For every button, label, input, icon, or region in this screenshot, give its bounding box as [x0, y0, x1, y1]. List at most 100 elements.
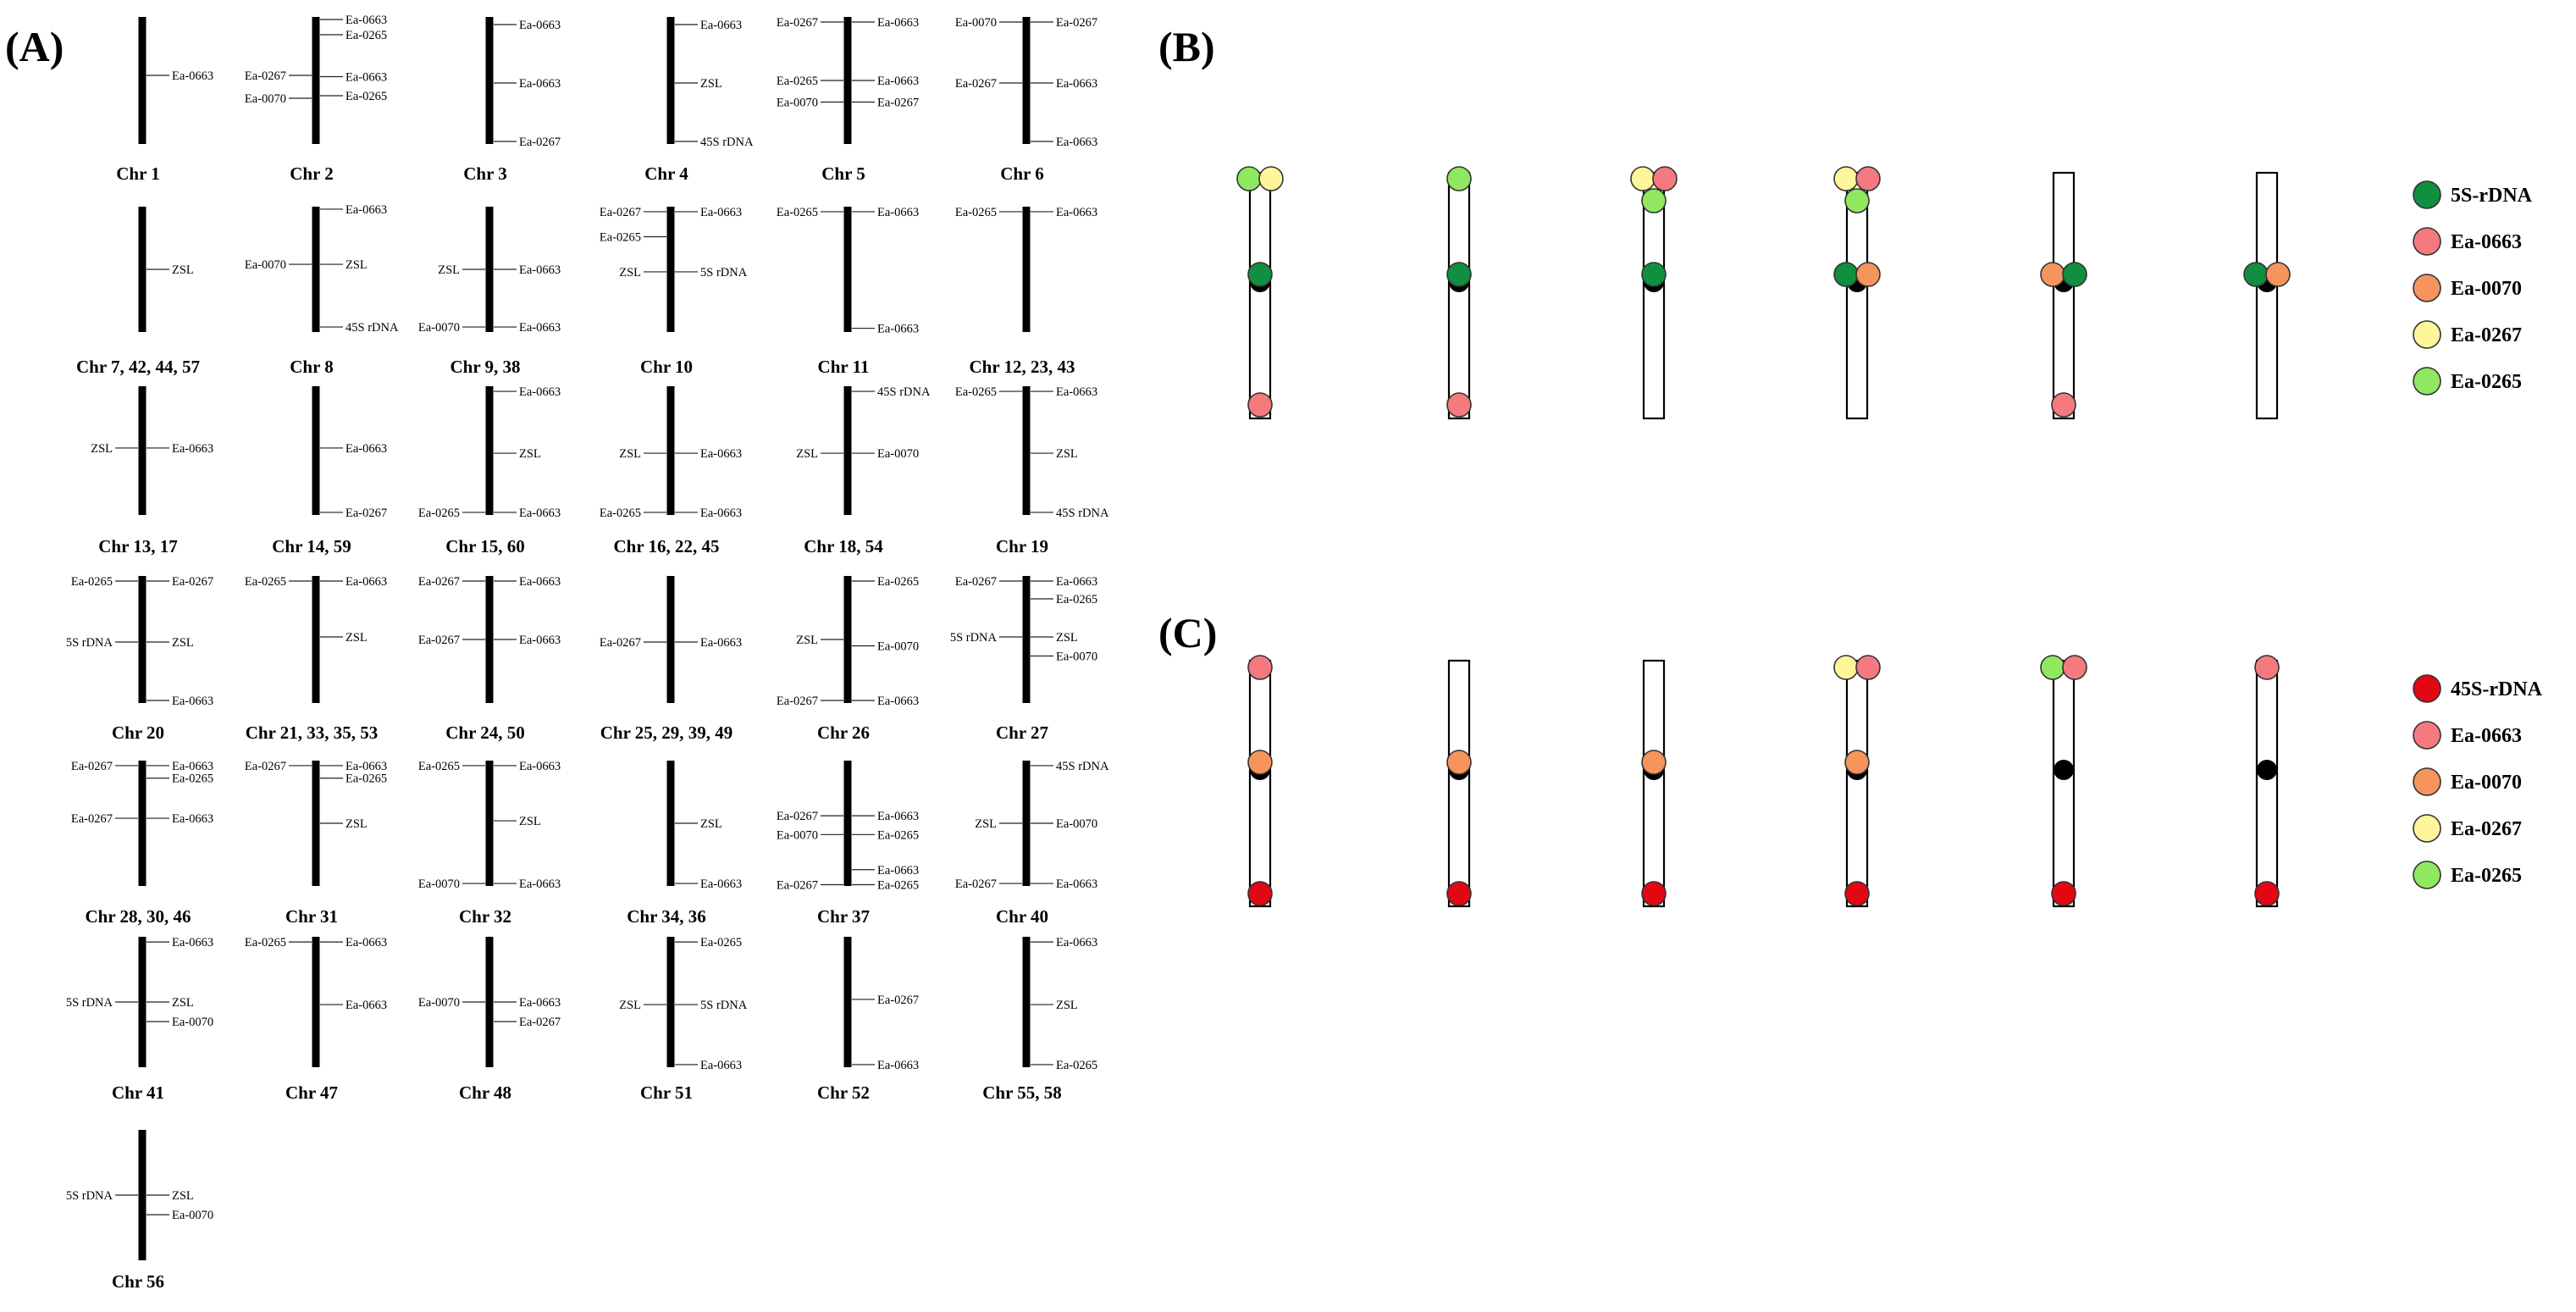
probe-site-label: Ea-0663 [519, 507, 561, 520]
probe-site-label: Ea-0265 [1056, 593, 1097, 606]
centromere-mark [2054, 760, 2074, 780]
probe-site-label: Ea-0267 [777, 879, 818, 893]
fish-chromosome [2040, 655, 2087, 908]
probe-site-label: Ea-0663 [1056, 206, 1097, 219]
probe-site-label: Ea-0070 [877, 447, 919, 461]
fish-chromosome [1236, 166, 1284, 420]
probe-site-label: Ea-0070 [245, 258, 286, 272]
45s-rdna-signal [2051, 881, 2076, 906]
probe-site-label: Ea-0663 [345, 14, 387, 27]
probe-site-label: Ea-0663 [172, 812, 213, 826]
probe-site-label: Ea-0265 [345, 29, 387, 42]
ea-0265-signal [1446, 166, 1472, 191]
probe-site-label: ZSL [438, 263, 460, 277]
probe-site-label: Ea-0663 [1056, 936, 1097, 949]
probe-site-label: Ea-0663 [345, 936, 387, 949]
legend-label: Ea-0267 [2451, 818, 2522, 840]
5s-rdna-signal [1641, 262, 1667, 287]
chromosome-title: Chr 2 [290, 163, 334, 184]
probe-site-label: Ea-0267 [600, 206, 641, 219]
probe-site-label: Ea-0265 [172, 772, 213, 786]
chromosome-title: Chr 18, 54 [804, 536, 883, 556]
chromosome-title: Chr 41 [112, 1082, 164, 1103]
probe-site-label: Ea-0663 [700, 877, 742, 891]
ea-0663-signal [1247, 655, 1273, 680]
probe-site-label: Ea-0070 [418, 996, 460, 1010]
probe-site-label: Ea-0070 [877, 640, 919, 654]
probe-site-label: Ea-0070 [418, 321, 460, 335]
probe-site-label: Ea-0663 [700, 206, 742, 219]
ea-0070-signal [1844, 750, 1870, 775]
probe-site-label: Ea-0663 [172, 695, 213, 708]
ea-0267-swatch [2413, 814, 2441, 843]
chromosome-title: Chr 34, 36 [627, 906, 706, 927]
probe-site-label: Ea-0070 [172, 1209, 213, 1222]
chromosome-title: Chr 55, 58 [982, 1082, 1062, 1103]
fish-chromosome [2243, 171, 2291, 420]
probe-site-label: ZSL [1056, 631, 1078, 645]
ea-0070-swatch [2413, 274, 2441, 302]
chromosome-title: Chr 3 [463, 163, 507, 184]
5s-rdna-signal [2062, 262, 2087, 287]
ea-0663-swatch [2413, 721, 2441, 750]
45s-rdna-swatch [2413, 674, 2441, 703]
probe-site-label: Ea-0663 [877, 323, 919, 336]
ea-0267-swatch [2413, 320, 2441, 349]
45s-rdna-signal [2254, 881, 2280, 906]
probe-site-label: 5S rDNA [950, 631, 998, 645]
ea-0663-signal [2051, 392, 2076, 418]
5s-rdna-signal [2243, 262, 2269, 287]
probe-site-label: Ea-0663 [519, 634, 561, 647]
probe-site-label: Ea-0267 [777, 810, 818, 823]
panel-c-letter: (C) [1158, 609, 1217, 656]
probe-site-label: ZSL [519, 447, 541, 461]
probe-site-label: Ea-0070 [777, 828, 818, 842]
chromosome-outline [1642, 171, 1666, 420]
probe-site-label: Ea-0663 [1056, 575, 1097, 589]
probe-site-label: Ea-0267 [519, 136, 561, 149]
probe-site-label: Ea-0663 [172, 442, 213, 456]
45s-rdna-signal [1641, 881, 1667, 906]
probe-site-label: Ea-0265 [1056, 1059, 1097, 1072]
probe-site-label: 45S rDNA [345, 321, 399, 335]
chromosome-outline [1248, 171, 1272, 420]
probe-site-label: Ea-0267 [245, 69, 286, 83]
chromosome-title: Chr 51 [640, 1082, 693, 1103]
probe-site-label: Ea-0265 [345, 772, 387, 786]
probe-site-label: Ea-0265 [777, 75, 818, 88]
chromosome-outline [1447, 659, 1471, 908]
ea-0070-signal [2040, 262, 2065, 287]
chromosome-outline [1447, 171, 1471, 420]
ea-0663-signal [1855, 166, 1881, 191]
probe-site-label: ZSL [172, 263, 194, 277]
probe-site-label: ZSL [519, 815, 541, 828]
chromosome-outline [2255, 659, 2279, 908]
probe-site-label: Ea-0265 [877, 575, 919, 589]
probe-site-label: Ea-0267 [777, 16, 818, 30]
legend-item: Ea-0663 [2413, 721, 2522, 750]
chromosome-title: Chr 25, 29, 39, 49 [600, 722, 733, 743]
fish-chromosome [1833, 655, 1881, 908]
probe-site-label: Ea-0663 [700, 19, 742, 32]
probe-site-label: Ea-0267 [172, 575, 213, 589]
5s-rdna-signal [1833, 262, 1859, 287]
chromosome-title: Chr 1 [116, 163, 160, 184]
probe-site-label: Ea-0070 [1056, 650, 1097, 664]
legend-item: Ea-0265 [2413, 861, 2522, 889]
5s-rdna-signal [1247, 262, 1273, 287]
probe-site-label: Ea-0663 [345, 575, 387, 589]
ea-0663-signal [2062, 655, 2087, 680]
ea-0663-signal [2254, 655, 2280, 680]
